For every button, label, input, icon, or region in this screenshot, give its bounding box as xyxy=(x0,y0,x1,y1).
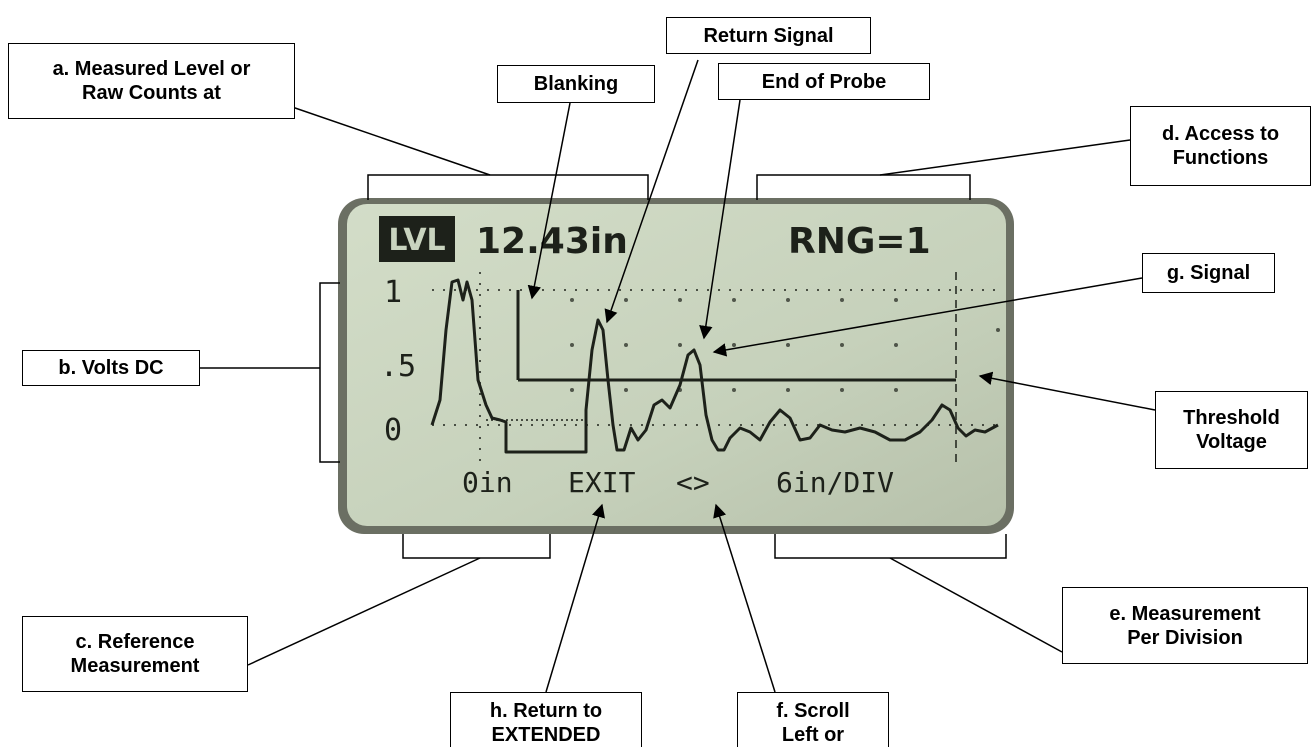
lcd-grid xyxy=(432,272,1000,468)
bracket-top-right xyxy=(756,174,971,200)
callout-volts-dc: b. Volts DC xyxy=(22,350,200,386)
signal-waveform xyxy=(430,278,999,454)
callout-access-functions: d. Access to Functions xyxy=(1130,106,1311,186)
callout-signal: g. Signal xyxy=(1142,253,1275,293)
footer-left: 0in xyxy=(462,466,513,499)
arrow-return-signal xyxy=(604,59,699,324)
y-tick-0: 0 xyxy=(384,413,402,448)
callout-threshold-voltage: Threshold Voltage xyxy=(1155,391,1308,469)
arrow-return-extended xyxy=(545,503,605,693)
footer-exit: EXIT xyxy=(568,466,636,499)
lcd-range: RNG=1 xyxy=(788,221,931,262)
callout-reference-measurement: c. Reference Measurement xyxy=(22,616,248,692)
arrow-blanking xyxy=(527,102,571,300)
bracket-bottom-right xyxy=(774,534,1007,559)
arrow-scroll xyxy=(713,503,776,693)
callout-end-of-probe: End of Probe xyxy=(718,63,930,100)
callout-return-extended: h. Return to EXTENDED xyxy=(450,692,642,747)
arrow-lines xyxy=(527,59,1156,693)
lcd-grid-dots xyxy=(570,298,1000,392)
arrow-end-of-probe xyxy=(699,99,741,340)
callout-scroll: f. Scroll Left or xyxy=(737,692,889,747)
lvl-badge-text: LVL xyxy=(388,223,445,258)
y-tick-half: .5 xyxy=(380,349,416,384)
lvl-badge-box xyxy=(379,216,455,262)
lcd-screen xyxy=(347,204,1006,526)
leader-lines xyxy=(200,97,1131,666)
y-tick-1: 1 xyxy=(384,275,402,310)
bracket-bottom-left xyxy=(402,534,551,559)
arrow-signal xyxy=(712,277,1143,357)
footer-scroll: <> xyxy=(676,466,710,499)
arrow-threshold xyxy=(978,371,1156,411)
lcd-reading: 12.43in xyxy=(476,221,628,262)
footer-right: 6in/DIV xyxy=(776,466,894,499)
bracket-left xyxy=(319,282,340,463)
callout-measured-level: a. Measured Level or Raw Counts at xyxy=(8,43,295,119)
callout-return-signal: Return Signal xyxy=(666,17,871,54)
callout-blanking: Blanking xyxy=(497,65,655,103)
callout-measurement-per-division: e. Measurement Per Division xyxy=(1062,587,1308,664)
bracket-top-left xyxy=(367,174,649,200)
